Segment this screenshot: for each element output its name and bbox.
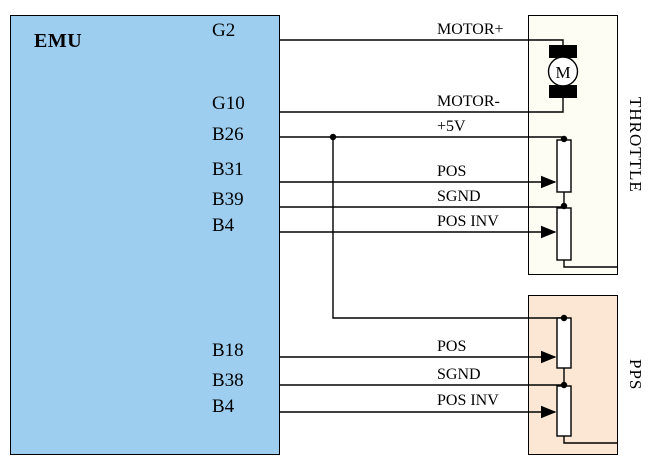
emu-box <box>10 15 280 455</box>
junction-dot <box>560 381 568 389</box>
wire-label-pos-inv: POS INV <box>437 213 499 230</box>
pin-label-b38: B38 <box>212 370 244 391</box>
throttle-pot-1 <box>556 139 572 193</box>
wire-label-pos: POS <box>437 163 467 180</box>
throttle-pot-2 <box>556 207 572 261</box>
motor-symbol: M <box>547 45 579 98</box>
junction-dot <box>560 202 568 210</box>
pps-pot-1 <box>556 317 572 369</box>
emu-title: EMU <box>34 30 83 52</box>
pin-label-b39: B39 <box>212 189 244 210</box>
pin-label-b26: B26 <box>212 124 244 145</box>
throttle-label: THROTTLE <box>626 97 645 193</box>
junction-dot <box>329 133 337 141</box>
pin-label-g2: G2 <box>212 20 236 41</box>
throttle-pot-bottom-lead <box>563 260 618 268</box>
motor-bottom-terminal <box>549 85 577 98</box>
wire-label-motor-plus: MOTOR+ <box>437 21 504 38</box>
motor-top-terminal <box>549 45 577 58</box>
pin-label-b18: B18 <box>212 340 244 361</box>
wire-label-motor-minus: MOTOR- <box>437 93 500 110</box>
wire-label-pps-pos: POS <box>437 338 467 355</box>
pin-label-g10: G10 <box>212 93 245 114</box>
pps-box <box>528 295 618 455</box>
pin-label-b4-2: B4 <box>212 396 235 417</box>
pps-pot-2 <box>556 385 572 437</box>
wire-label-pps-sgnd: SGND <box>437 366 481 383</box>
plus5v-wire <box>280 136 565 140</box>
junction-dot <box>560 135 568 143</box>
motor-minus-wire <box>280 98 564 113</box>
wire-label-pps-pos-inv: POS INV <box>437 392 499 409</box>
wire-label-sgnd: SGND <box>437 188 481 205</box>
junction-dot <box>560 314 568 322</box>
pps-label: PPS <box>626 359 645 391</box>
junction-dots <box>329 133 568 389</box>
plus5v-branch-wire <box>332 137 564 319</box>
pin-label-b4: B4 <box>212 215 235 236</box>
pps-pot-bottom-lead <box>563 436 618 444</box>
motor-circle <box>547 56 579 87</box>
wire-label-5v: +5V <box>437 118 466 135</box>
pin-label-b31: B31 <box>212 159 244 180</box>
motor-letter: M <box>555 63 570 82</box>
motor-plus-wire <box>280 39 564 45</box>
